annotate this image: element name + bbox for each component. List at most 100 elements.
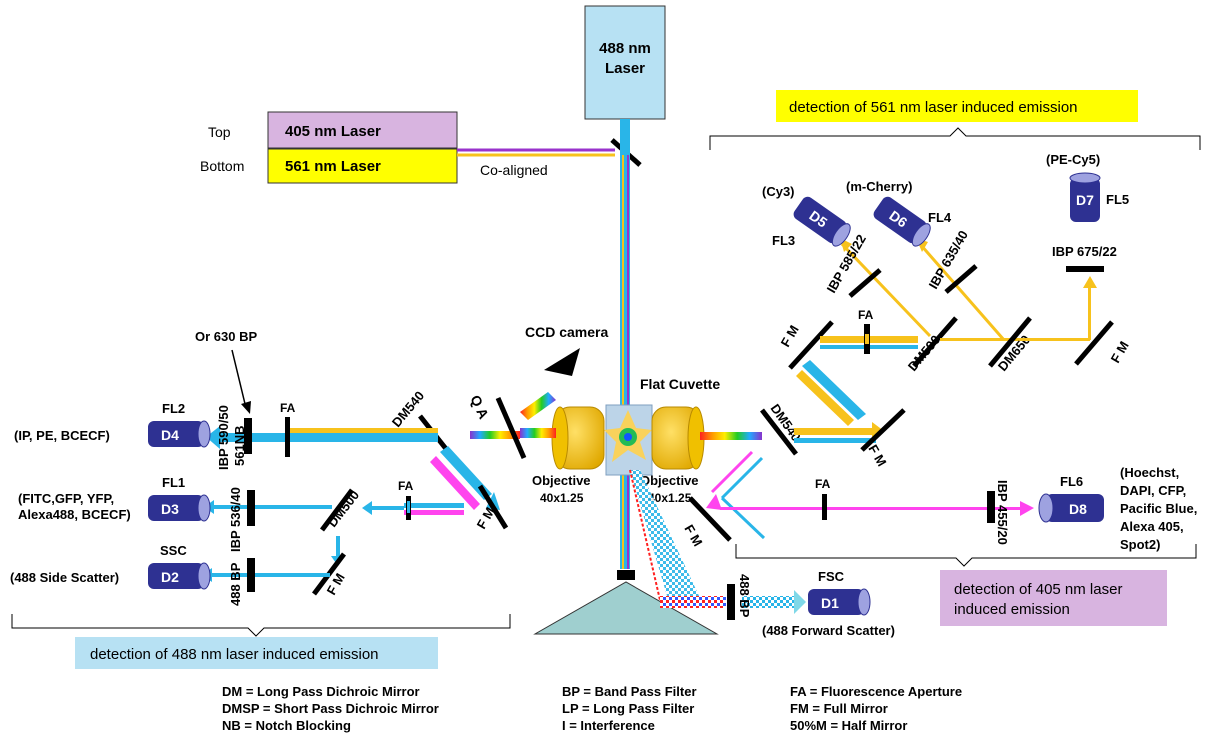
laser-488-line1: 488 nm <box>599 40 651 57</box>
bp488-fwd-label: 488 BP <box>737 574 752 618</box>
objective-right-spec: 40x1.25 <box>648 491 692 505</box>
right-emission-beam <box>700 432 762 440</box>
fm-405 <box>688 496 732 542</box>
forward-scatter-cone <box>630 470 700 606</box>
objective-left-spec: 40x1.25 <box>540 491 584 505</box>
fl2-aperture <box>285 417 290 457</box>
fl6-note-1: (Hoechst, <box>1120 465 1179 480</box>
objective-left <box>551 406 605 470</box>
fm-right-top <box>788 320 834 370</box>
laser-405-label: 405 nm Laser <box>285 123 381 140</box>
excitation-beam <box>620 119 630 569</box>
laser-488: 488 nm Laser <box>584 5 666 120</box>
group-405-line2: induced emission <box>954 601 1070 618</box>
objective-right-label: Objective <box>640 473 699 488</box>
dm540-right-mirror <box>760 408 798 456</box>
ibp675-label: IBP 675/22 <box>1052 244 1117 259</box>
group-405-line1: detection of 405 nm laser <box>954 581 1122 598</box>
fl6-note-4: Alexa 405, <box>1120 519 1184 534</box>
bp488-side-label: 488 BP <box>228 562 243 606</box>
detector-d6: D6 <box>873 196 931 247</box>
qa-label: Q A <box>467 393 492 422</box>
fm-right-low <box>860 408 906 452</box>
svg-text:FA = Fluorescence Aperture: FA = Fluorescence Aperture <box>790 684 962 699</box>
fl1-note-1: (FITC,GFP, YFP, <box>18 491 114 506</box>
fl6-note-5: Spot2) <box>1120 537 1160 552</box>
fa-405-label: FA <box>815 477 831 491</box>
svg-text:LP = Long Pass Filter: LP = Long Pass Filter <box>562 701 694 716</box>
dm650-mirror <box>988 316 1032 368</box>
top-label: Top <box>208 124 231 140</box>
svg-text:D4: D4 <box>161 427 179 443</box>
d7-note: (PE-Cy5) <box>1046 152 1100 167</box>
ssc-note: (488 Side Scatter) <box>10 570 119 585</box>
svg-text:DM = Long Pass Dichroic Mirror: DM = Long Pass Dichroic Mirror <box>222 684 420 699</box>
left-emission-beam <box>520 428 556 438</box>
ibp536-label: IBP 536/40 <box>228 487 243 552</box>
fm-right-top-label: F M <box>778 323 802 350</box>
detector-d5: D5 <box>793 196 851 247</box>
detector-d7: D7 <box>1069 172 1101 222</box>
ibp590-label: IBP 590/50 <box>216 405 231 470</box>
fl2-note: (IP, PE, BCECF) <box>14 428 110 443</box>
laser-561-label: 561 nm Laser <box>285 158 381 175</box>
group-405-box <box>940 570 1167 626</box>
fm-left-1 <box>477 484 509 530</box>
svg-text:DMSP = Short Pass Dichroic Mir: DMSP = Short Pass Dichroic Mirror <box>222 701 439 716</box>
ccd-label: CCD camera <box>525 324 608 340</box>
fm-405-label: F M <box>681 522 705 549</box>
coaligned-label: Co-aligned <box>480 162 548 178</box>
ibp635-filter <box>944 264 978 294</box>
d5-note: (Cy3) <box>762 184 795 199</box>
fl1-note-2: Alexa488, BCECF) <box>18 507 131 522</box>
fsc-filter <box>727 584 735 620</box>
group-561-label: detection of 561 nm laser induced emissi… <box>789 99 1078 116</box>
group-488-box <box>75 637 438 669</box>
fl1-beam <box>212 505 332 509</box>
fl2-channel: FL2 <box>162 401 185 416</box>
bottom-label: Bottom <box>200 158 244 174</box>
group-488-label: detection of 488 nm laser induced emissi… <box>90 646 379 663</box>
ssc-beam <box>210 573 330 577</box>
svg-text:FM = Full Mirror: FM = Full Mirror <box>790 701 888 716</box>
fsc-note: (488 Forward Scatter) <box>762 623 895 638</box>
d5-channel: FL3 <box>772 233 795 248</box>
detector-d3: D3 <box>148 494 211 522</box>
fsc-channel: FSC <box>818 569 845 584</box>
bracket-405 <box>735 544 1197 567</box>
or630-label: Or 630 BP <box>195 329 257 344</box>
objective-right <box>651 406 705 470</box>
fl2-filter <box>244 418 252 454</box>
fm-far-right-label: F M <box>1108 339 1132 366</box>
ssc-filter <box>247 558 255 592</box>
svg-text:D8: D8 <box>1069 501 1087 517</box>
svg-text:D1: D1 <box>821 595 839 611</box>
ibp455-label: IBP 455/20 <box>995 480 1010 545</box>
detector-d2: D2 <box>148 562 211 590</box>
d6-note: (m-Cherry) <box>846 179 912 194</box>
fl6-beam <box>720 507 1020 510</box>
fl6-channel: FL6 <box>1060 474 1083 489</box>
ccd-camera-icon <box>544 348 580 376</box>
fa-561-label: FA <box>858 308 874 322</box>
ccd-beam <box>520 392 556 420</box>
svg-text:D2: D2 <box>161 569 179 585</box>
d6-channel: FL4 <box>928 210 952 225</box>
fm-far-right <box>1074 320 1114 366</box>
dm590-mirror <box>912 316 958 368</box>
bracket-488 <box>11 614 511 637</box>
svg-text:I = Interference: I = Interference <box>562 718 655 733</box>
flow-cell <box>604 404 653 476</box>
nb561-label: 561NB <box>232 426 247 466</box>
dm500-mirror <box>320 488 354 532</box>
bracket-561 <box>709 127 1201 150</box>
detector-d8: D8 <box>1038 493 1104 523</box>
qa-mirror <box>495 397 527 459</box>
laser-488-line2: Laser <box>605 60 645 77</box>
svg-text:BP = Band Pass Filter: BP = Band Pass Filter <box>562 684 697 699</box>
fl6-note-3: Pacific Blue, <box>1120 501 1197 516</box>
svg-text:D3: D3 <box>161 501 179 517</box>
fl2-beam <box>220 433 438 442</box>
objective-left-label: Objective <box>532 473 591 488</box>
